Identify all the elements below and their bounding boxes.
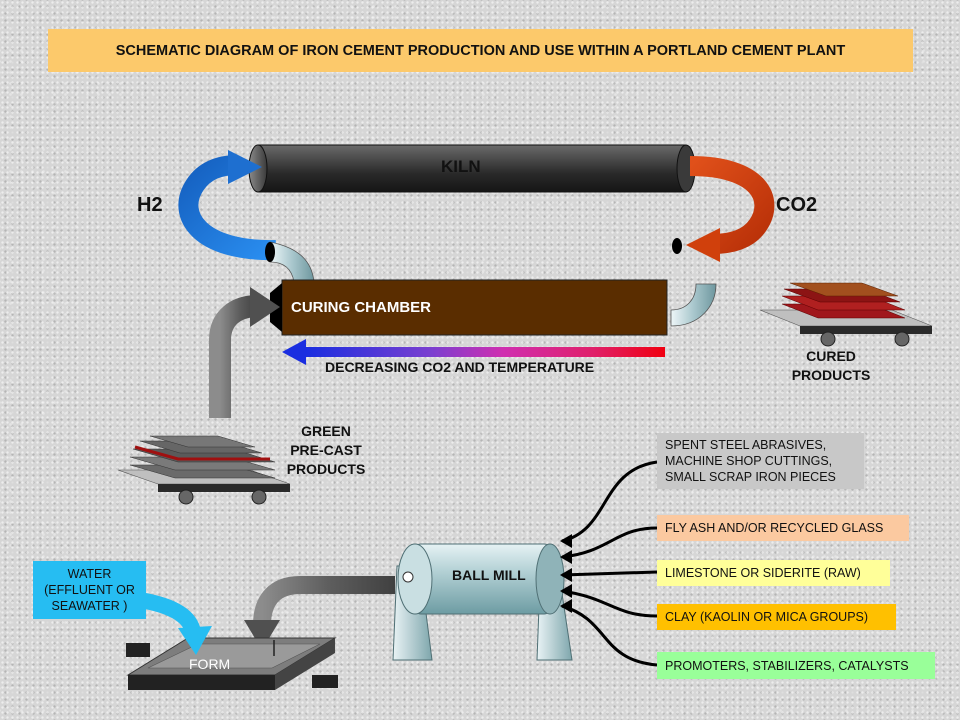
input-box-fly-ash: FLY ASH AND/OR RECYCLED GLASS (657, 515, 909, 541)
water-arrow (138, 592, 212, 655)
cured-products-line-1: CURED (806, 348, 856, 364)
form-label: FORM (189, 656, 231, 672)
input-scrap-iron-line-1: SPENT STEEL ABRASIVES, (665, 438, 827, 452)
green-products-cart (117, 435, 291, 505)
input-scrap-iron-line-3: SMALL SCRAP IRON PIECES (665, 470, 836, 484)
curing-chamber-label: CURING CHAMBER (291, 299, 431, 316)
green-to-curing-arrow (209, 287, 280, 418)
diagram-title: SCHEMATIC DIAGRAM OF IRON CEMENT PRODUCT… (48, 29, 913, 72)
input-fly-ash-text: FLY ASH AND/OR RECYCLED GLASS (665, 521, 884, 535)
water-box: WATER (EFFLUENT OR SEAWATER ) (33, 561, 146, 619)
left-duct (265, 241, 315, 283)
h2-label: H2 (137, 194, 163, 216)
input-arrows (561, 460, 658, 667)
green-products-line-1: GREEN (301, 423, 351, 439)
ball-mill (392, 543, 573, 661)
input-arrowheads (560, 534, 572, 613)
water-line-2: (EFFLUENT OR (44, 583, 135, 597)
input-scrap-iron-line-2: MACHINE SHOP CUTTINGS, (665, 454, 833, 468)
right-duct (670, 283, 717, 327)
input-clay-text: CLAY (KAOLIN OR MICA GROUPS) (665, 610, 869, 624)
cured-products-label: CURED PRODUCTS (776, 347, 886, 385)
mill-to-form-arrow (244, 576, 395, 650)
ball-mill-label: BALL MILL (452, 567, 526, 583)
green-products-label: GREEN PRE-CAST PRODUCTS (276, 422, 376, 479)
input-limestone-text: LIMESTONE OR SIDERITE (RAW) (665, 566, 861, 580)
kiln-outlet-dot (672, 238, 682, 254)
green-products-line-3: PRODUCTS (286, 461, 366, 477)
diagram-title-text: SCHEMATIC DIAGRAM OF IRON CEMENT PRODUCT… (115, 42, 846, 59)
h2-arrow (178, 150, 277, 261)
input-box-scrap-iron: SPENT STEEL ABRASIVES, MACHINE SHOP CUTT… (657, 433, 864, 489)
input-box-clay: CLAY (KAOLIN OR MICA GROUPS) (657, 604, 896, 630)
input-promoters-text: PROMOTERS, STABILIZERS, CATALYSTS (665, 658, 909, 673)
cured-products-line-2: PRODUCTS (791, 367, 871, 383)
water-line-3: SEAWATER ) (51, 599, 128, 613)
co2-arrow (686, 156, 775, 262)
temperature-gradient-arrow (282, 339, 665, 365)
input-box-limestone: LIMESTONE OR SIDERITE (RAW) (657, 560, 890, 586)
cured-products-cart (759, 282, 933, 347)
kiln (248, 144, 696, 193)
kiln-label: KILN (441, 157, 481, 176)
form-tray (126, 637, 338, 690)
gradient-label: DECREASING CO2 AND TEMPERATURE (325, 359, 595, 375)
co2-label: CO2 (776, 194, 818, 216)
water-line-1: WATER (67, 567, 112, 581)
input-box-promoters: PROMOTERS, STABILIZERS, CATALYSTS (657, 652, 935, 679)
green-products-line-2: PRE-CAST (290, 442, 362, 458)
